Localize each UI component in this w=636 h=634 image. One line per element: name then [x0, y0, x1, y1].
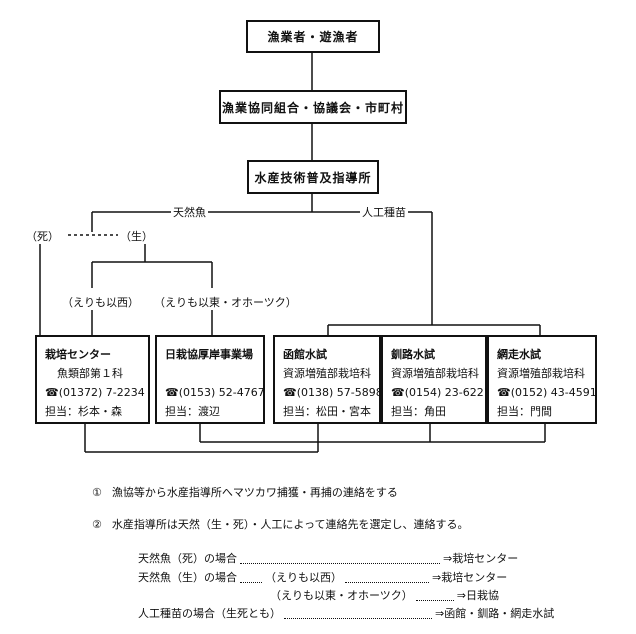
org-contact: 担当：角田 [391, 405, 446, 418]
box-fishers-label: 漁業者・遊漁者 [267, 30, 359, 44]
box-fishers: 漁業者・遊漁者 [246, 20, 380, 53]
org-box-saibai-center: 栽培センター 魚類部第１科 ☎(01372) 7-2234 担当：杉本・森 [35, 335, 150, 424]
org-name: 網走水試 [497, 348, 541, 361]
org-contact: 担当：門間 [497, 405, 552, 418]
case-natural-dead: 天然魚（死）の場合 ⇒栽培センター [138, 550, 518, 566]
label-erimo-west: （えりも以西） [60, 294, 141, 310]
org-tel: ☎(0153) 52-4767 [165, 386, 265, 399]
case-right: ⇒函館・釧路・網走水試 [435, 607, 555, 620]
box-extension-office-label: 水産技術普及指導所 [254, 170, 372, 185]
org-contact: 担当：松田・宮本 [283, 405, 371, 418]
case-left: 天然魚（生）の場合 [138, 571, 237, 584]
org-name: 釧路水試 [391, 348, 435, 361]
org-tel: ☎(0138) 57-5898 [283, 386, 383, 399]
box-association: 漁業協同組合・協議会・市町村 [219, 90, 407, 124]
label-artificial-seedling: 人工種苗 [360, 204, 408, 220]
note-2: ② 水産指導所は天然（生・死）・人工によって連絡先を選定し、連絡する。 [92, 516, 469, 532]
case-right: ⇒栽培センター [432, 571, 508, 584]
org-name: 栽培センター [45, 348, 111, 361]
dotted-leader [240, 574, 262, 583]
label-dead: （死） [24, 228, 61, 244]
note-1: ① 漁協等から水産指導所へマツカワ捕獲・再捕の連絡をする [92, 484, 398, 500]
case-natural-alive-west: 天然魚（生）の場合 （えりも以西） ⇒栽培センター [138, 569, 507, 585]
org-tel: ☎(0152) 43-4591 [497, 386, 597, 399]
note-2-text: 水産指導所は天然（生・死）・人工によって連絡先を選定し、連絡する。 [111, 518, 469, 531]
case-right: ⇒栽培センター [443, 552, 519, 565]
org-name: 日栽協厚岸事業場 [165, 348, 253, 361]
label-erimo-east: （えりも以東・オホーツク） [152, 294, 299, 310]
dotted-leader [284, 610, 432, 619]
org-contact: 担当：杉本・森 [45, 405, 122, 418]
dotted-leader [240, 555, 440, 564]
case-right: ⇒日栽協 [456, 589, 499, 602]
org-box-kushiro-suishi: 釧路水試 資源増殖部栽培科 ☎(0154) 23-6221 担当：角田 [381, 335, 491, 424]
org-dept [165, 364, 257, 383]
org-dept: 資源増殖部栽培科 [497, 367, 585, 380]
note-1-text: 漁協等から水産指導所へマツカワ捕獲・再捕の連絡をする [111, 486, 398, 499]
box-association-label: 漁業協同組合・協議会・市町村 [221, 100, 404, 115]
case-left: 天然魚（死）の場合 [138, 552, 237, 565]
org-dept: 資源増殖部栽培科 [283, 367, 371, 380]
box-extension-office: 水産技術普及指導所 [247, 160, 379, 194]
org-tel: ☎(0154) 23-6221 [391, 386, 491, 399]
case-mid: （えりも以西） [265, 571, 342, 584]
label-alive: （生） [118, 228, 155, 244]
org-box-hakodate-suishi: 函館水試 資源増殖部栽培科 ☎(0138) 57-5898 担当：松田・宮本 [273, 335, 383, 424]
dotted-leader [415, 592, 454, 601]
dotted-leader [345, 574, 429, 583]
case-mid: （えりも以東・オホーツク） [270, 589, 413, 602]
org-box-nissaikyo-akkeshi: 日栽協厚岸事業場 ☎(0153) 52-4767 担当：渡辺 [155, 335, 265, 424]
note-1-mark: ① [92, 486, 102, 499]
org-name: 函館水試 [283, 348, 327, 361]
org-tel: ☎(01372) 7-2234 [45, 386, 145, 399]
case-natural-alive-east: （えりも以東・オホーツク） ⇒日栽協 [270, 587, 499, 603]
label-natural-fish: 天然魚 [171, 204, 208, 220]
org-dept: 資源増殖部栽培科 [391, 367, 479, 380]
case-left: 人工種苗の場合（生死とも） [138, 607, 281, 620]
org-dept: 魚類部第１科 [57, 367, 123, 380]
org-contact: 担当：渡辺 [165, 405, 220, 418]
org-box-abashiri-suishi: 網走水試 資源増殖部栽培科 ☎(0152) 43-4591 担当：門間 [487, 335, 597, 424]
case-artificial: 人工種苗の場合（生死とも） ⇒函館・釧路・網走水試 [138, 605, 554, 621]
note-2-mark: ② [92, 518, 102, 531]
